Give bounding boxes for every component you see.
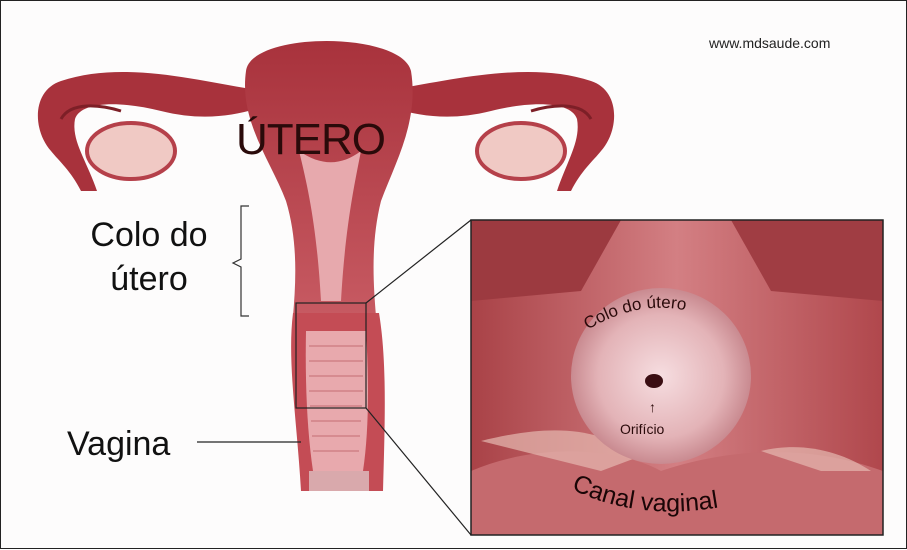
cervix-label-line1: Colo do (79, 213, 219, 257)
cervix-label-line2: útero (79, 257, 219, 301)
uterus-label: ÚTERO (236, 115, 385, 165)
watermark-url: www.mdsaude.com (709, 35, 830, 51)
vagina-label: Vagina (67, 425, 170, 464)
left-ovary (87, 123, 175, 179)
arrow-up-icon: ↑ (649, 399, 656, 415)
cervix-label: Colo do útero (79, 213, 219, 301)
external-os (645, 374, 663, 388)
right-ovary (477, 123, 565, 179)
cervix-bracket (233, 206, 249, 316)
orifice-label: Orifício (620, 421, 664, 437)
speculum-photo-inset (471, 220, 883, 535)
